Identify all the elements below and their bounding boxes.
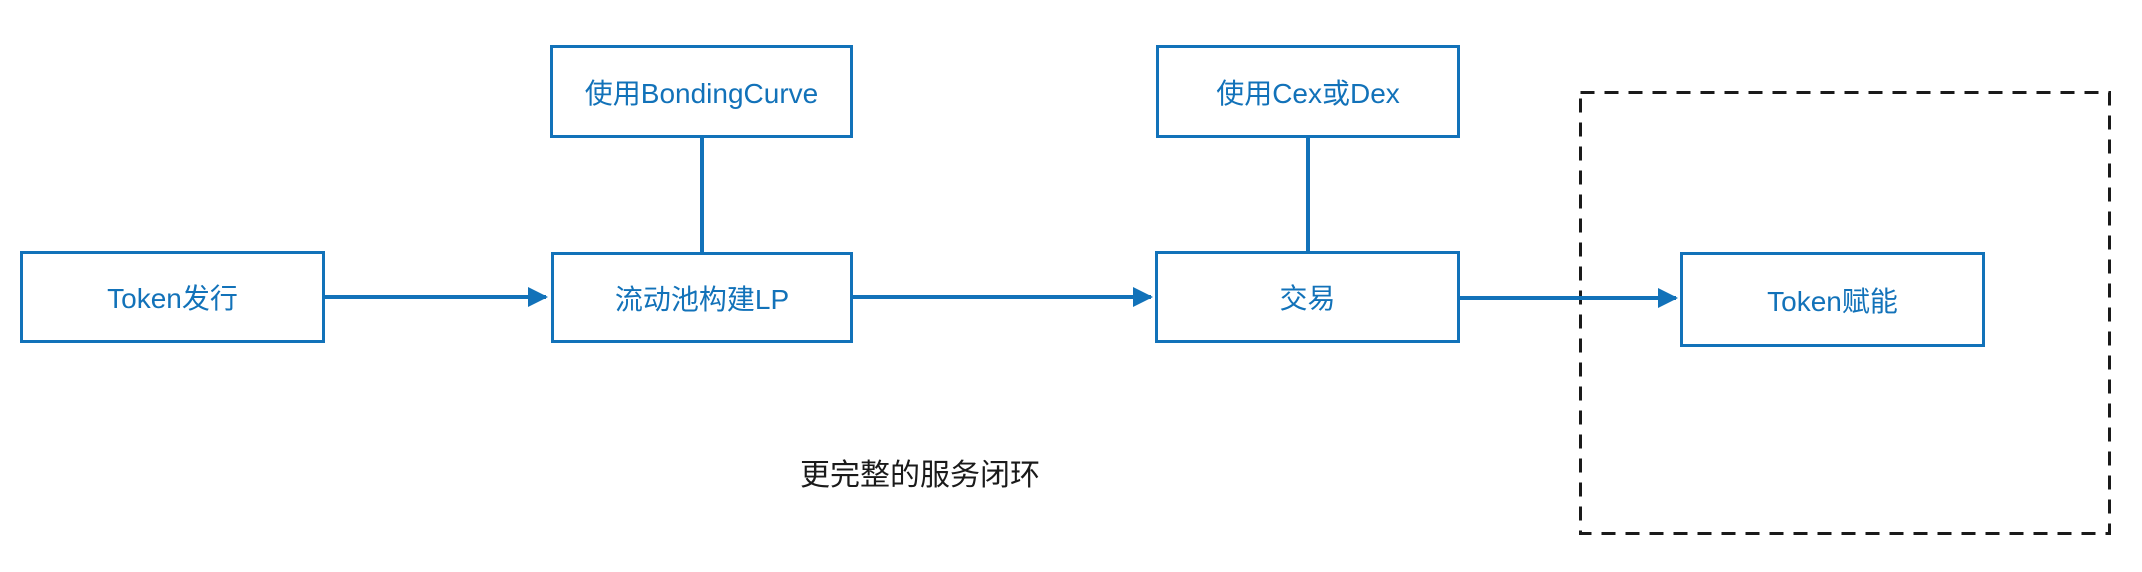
node-trading: 交易 xyxy=(1155,251,1460,343)
node-cex-dex-label: 使用Cex或Dex xyxy=(1216,77,1400,109)
node-bonding-curve-note: 使用BondingCurve xyxy=(550,45,853,138)
node-token-issuance: Token发行 xyxy=(20,251,325,343)
node-bonding-curve-label: 使用BondingCurve xyxy=(584,77,819,109)
node-trading-label: 交易 xyxy=(1279,283,1336,314)
node-cex-dex-note: 使用Cex或Dex xyxy=(1156,45,1460,138)
node-token-empowerment-label: Token赋能 xyxy=(1767,285,1898,317)
node-liquidity-pool: 流动池构建LP xyxy=(551,252,853,343)
node-liquidity-pool-label: 流动池构建LP xyxy=(614,283,790,315)
node-token-issuance-label: Token发行 xyxy=(107,283,238,314)
diagram-caption: 更完整的服务闭环 xyxy=(800,459,1040,492)
node-token-empowerment: Token赋能 xyxy=(1680,252,1985,347)
